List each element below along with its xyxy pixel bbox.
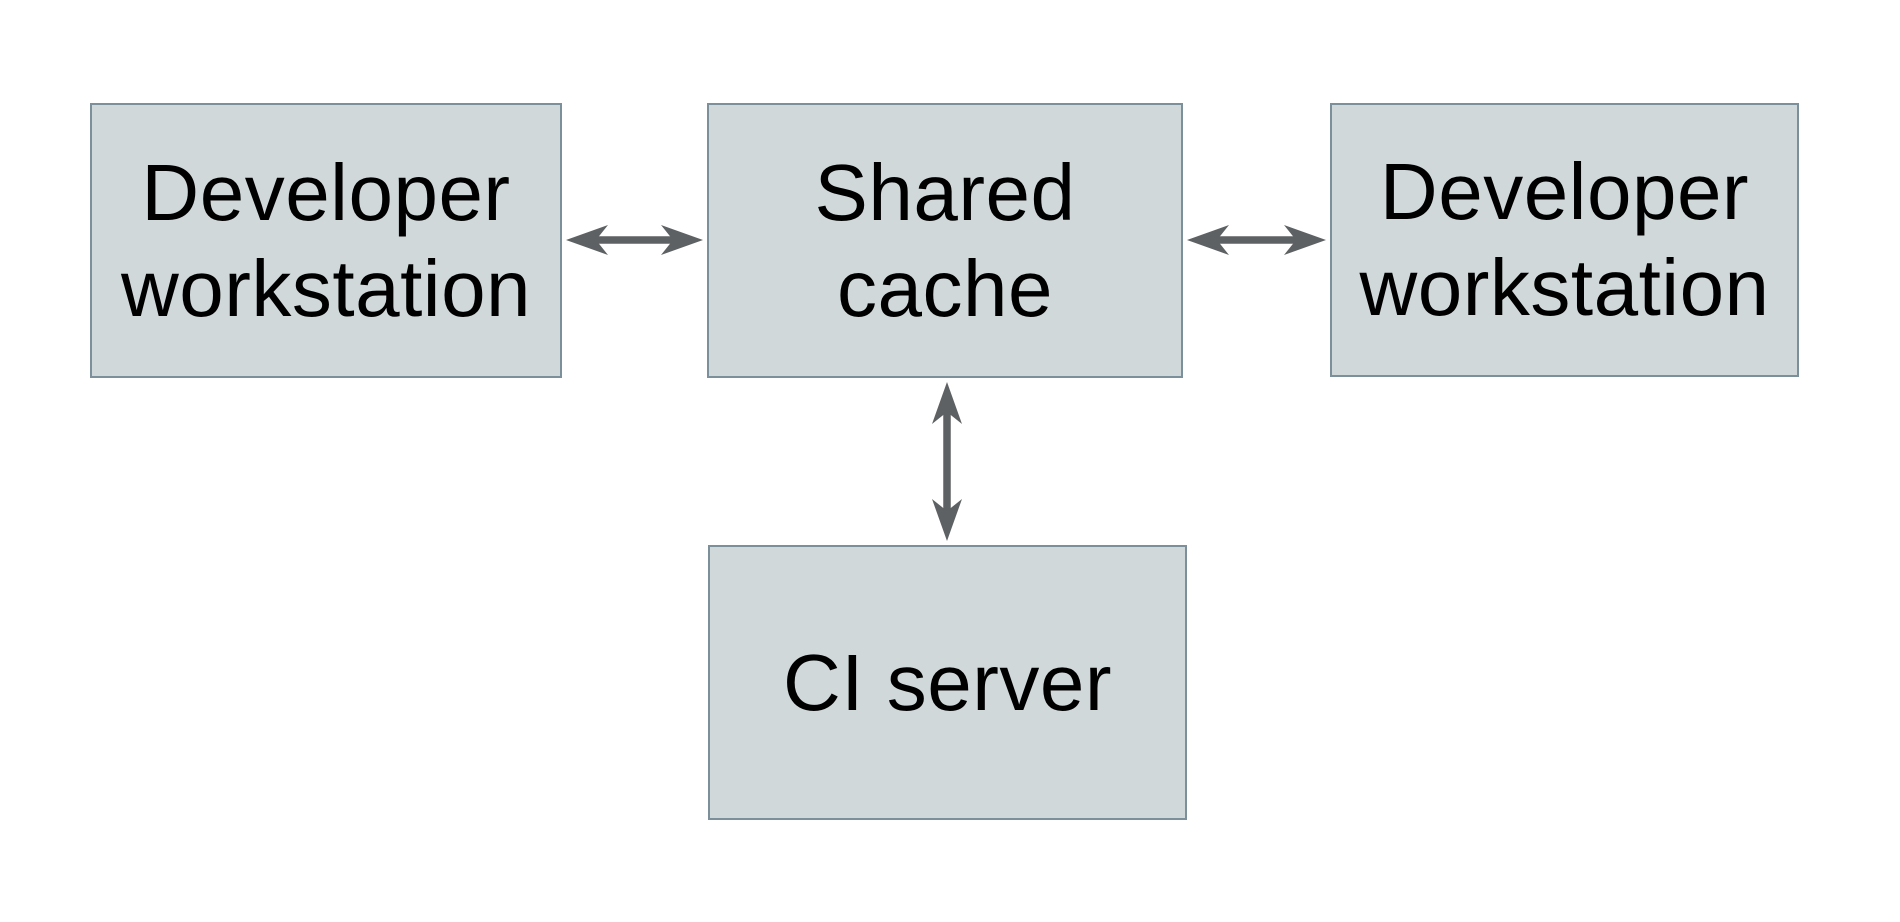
double-arrow-vertical-icon — [932, 382, 962, 541]
node-label-line: Developer — [1379, 147, 1750, 236]
node-ci-server: CI server — [708, 545, 1187, 820]
node-developer-workstation-left: Developer workstation — [90, 103, 562, 378]
node-developer-workstation-right: Developer workstation — [1330, 103, 1799, 377]
node-label-line: workstation — [120, 243, 532, 333]
node-label-line: cache — [837, 243, 1053, 333]
node-label-line: Developer — [141, 147, 511, 237]
node-shared-cache: Shared cache — [707, 103, 1183, 378]
double-arrow-left-horizontal-icon — [566, 225, 703, 255]
node-label-line: workstation — [1359, 243, 1770, 332]
node-label-line: CI server — [783, 637, 1112, 727]
double-arrow-right-horizontal-icon — [1187, 225, 1326, 255]
node-label-line: Shared — [814, 147, 1076, 237]
